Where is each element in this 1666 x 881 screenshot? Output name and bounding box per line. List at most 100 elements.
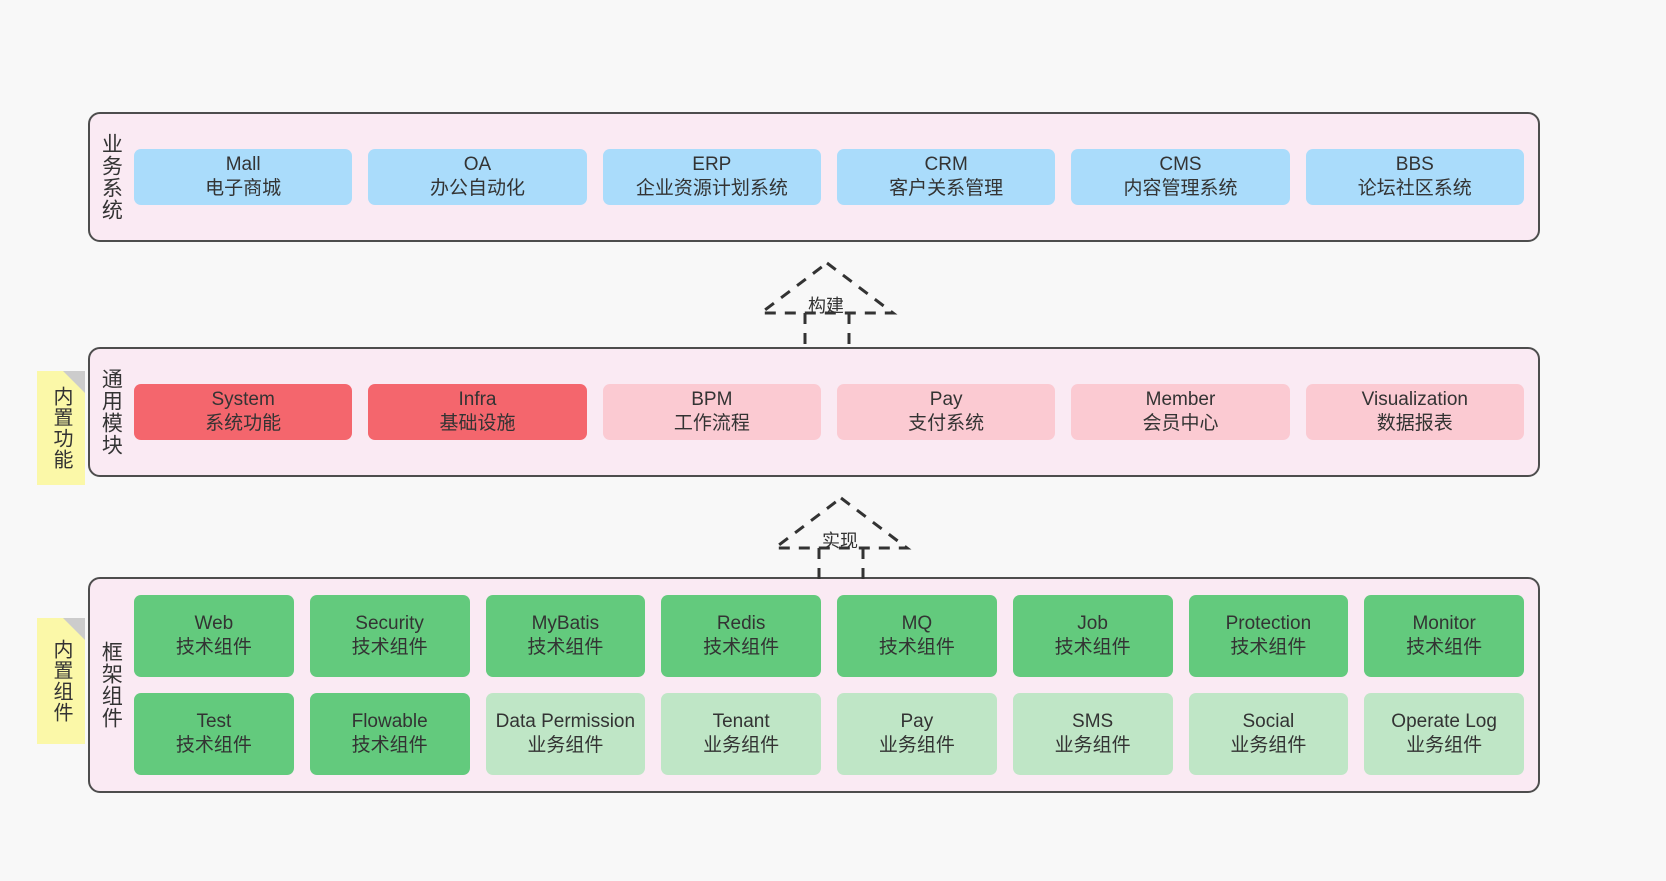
card-erp[interactable]: ERP 企业资源计划系统 xyxy=(602,148,821,206)
card-title: Pay xyxy=(900,710,934,732)
card-subtitle: 工作流程 xyxy=(673,413,750,434)
layer-business-systems: 业务系统 Mall 电子商城 OA 办公自动化 ERP 企业资源计划系统 CRM… xyxy=(88,112,1540,242)
layer-title-framework: 框架组件 xyxy=(99,641,123,729)
connector-build-label: 构建 xyxy=(808,296,844,316)
card-title: Protection xyxy=(1225,612,1312,634)
card-crm[interactable]: CRM 客户关系管理 xyxy=(836,148,1056,206)
layer-body-framework: Web 技术组件 Security 技术组件 MyBatis 技术组件 Redi… xyxy=(130,579,1538,791)
card-title: Redis xyxy=(716,612,766,634)
card-row: Test 技术组件 Flowable 技术组件 Data Permission … xyxy=(134,693,1524,775)
card-subtitle: 业务组件 xyxy=(527,735,604,756)
card-subtitle: 基础设施 xyxy=(439,413,516,434)
card-subtitle: 客户关系管理 xyxy=(889,178,1004,199)
card-subtitle: 会员中心 xyxy=(1142,413,1219,434)
connector-implement-label: 实现 xyxy=(822,531,858,551)
card-title: Member xyxy=(1145,388,1216,410)
card-social[interactable]: Social 业务组件 xyxy=(1188,693,1349,775)
card-visualization[interactable]: Visualization 数据报表 xyxy=(1305,383,1524,441)
card-monitor[interactable]: Monitor 技术组件 xyxy=(1364,595,1524,677)
card-title: Flowable xyxy=(351,710,428,732)
card-subtitle: 办公自动化 xyxy=(429,178,525,199)
card-subtitle: 技术组件 xyxy=(1406,637,1483,658)
card-title: Pay xyxy=(929,388,963,410)
card-subtitle: 支付系统 xyxy=(908,413,985,434)
card-row: Mall 电子商城 OA 办公自动化 ERP 企业资源计划系统 CRM 客户关系… xyxy=(134,148,1524,206)
card-web[interactable]: Web 技术组件 xyxy=(134,595,294,677)
card-subtitle: 技术组件 xyxy=(1054,637,1131,658)
card-title: Tenant xyxy=(712,710,770,732)
card-flowable[interactable]: Flowable 技术组件 xyxy=(309,693,470,775)
card-subtitle: 技术组件 xyxy=(1230,637,1307,658)
card-subtitle: 技术组件 xyxy=(703,637,780,658)
card-protection[interactable]: Protection 技术组件 xyxy=(1188,595,1349,677)
page-fold-corner-icon xyxy=(63,618,85,640)
card-subtitle: 业务组件 xyxy=(878,735,955,756)
card-test[interactable]: Test 技术组件 xyxy=(134,693,294,775)
connector-implement-arrow xyxy=(770,496,912,588)
card-subtitle: 内容管理系统 xyxy=(1123,178,1238,199)
card-title: Social xyxy=(1242,710,1295,732)
card-subtitle: 技术组件 xyxy=(351,735,428,756)
card-mq[interactable]: MQ 技术组件 xyxy=(837,595,997,677)
card-member[interactable]: Member 会员中心 xyxy=(1071,383,1290,441)
layer-title-business: 业务系统 xyxy=(99,133,123,221)
card-subtitle: 业务组件 xyxy=(1406,735,1483,756)
card-title: Mall xyxy=(225,153,261,175)
card-title: Data Permission xyxy=(495,710,636,732)
card-subtitle: 技术组件 xyxy=(351,637,428,658)
card-title: CMS xyxy=(1159,153,1202,175)
sticky-note-builtin-components: 内置组件 xyxy=(37,618,85,744)
card-subtitle: 数据报表 xyxy=(1376,413,1453,434)
card-title: System xyxy=(211,388,275,410)
card-cms[interactable]: CMS 内容管理系统 xyxy=(1071,148,1290,206)
card-title: BPM xyxy=(691,388,733,410)
sticky-note-label: 内置功能 xyxy=(50,386,72,470)
card-oa[interactable]: OA 办公自动化 xyxy=(368,148,587,206)
card-subtitle: 业务组件 xyxy=(1230,735,1307,756)
card-subtitle: 技术组件 xyxy=(175,735,252,756)
card-subtitle: 系统功能 xyxy=(205,413,282,434)
layer-common-modules: 通用模块 System 系统功能 Infra 基础设施 BPM 工作流程 Pay… xyxy=(88,347,1540,477)
card-subtitle: 企业资源计划系统 xyxy=(635,178,788,199)
layer-framework-components: 框架组件 Web 技术组件 Security 技术组件 MyBatis 技术组件… xyxy=(88,577,1540,793)
card-job[interactable]: Job 技术组件 xyxy=(1012,595,1173,677)
card-title: CRM xyxy=(924,153,968,175)
sticky-note-builtin-features: 内置功能 xyxy=(37,371,85,485)
card-subtitle: 业务组件 xyxy=(703,735,780,756)
card-redis[interactable]: Redis 技术组件 xyxy=(661,595,821,677)
card-tenant[interactable]: Tenant 业务组件 xyxy=(661,693,821,775)
card-subtitle: 技术组件 xyxy=(175,637,252,658)
card-mall[interactable]: Mall 电子商城 xyxy=(134,148,353,206)
card-sms[interactable]: SMS 业务组件 xyxy=(1012,693,1173,775)
card-subtitle: 电子商城 xyxy=(205,178,282,199)
card-infra[interactable]: Infra 基础设施 xyxy=(368,383,587,441)
card-operate-log[interactable]: Operate Log 业务组件 xyxy=(1364,693,1524,775)
card-row: System 系统功能 Infra 基础设施 BPM 工作流程 Pay 支付系统… xyxy=(134,383,1524,441)
card-system[interactable]: System 系统功能 xyxy=(134,383,353,441)
connector-build-arrow xyxy=(756,261,898,353)
card-title: ERP xyxy=(692,153,732,175)
card-title: SMS xyxy=(1072,710,1114,732)
page-fold-corner-icon xyxy=(63,371,85,393)
sticky-note-label: 内置组件 xyxy=(50,639,72,723)
layer-body-business: Mall 电子商城 OA 办公自动化 ERP 企业资源计划系统 CRM 客户关系… xyxy=(130,114,1538,240)
card-pay-business[interactable]: Pay 业务组件 xyxy=(837,693,997,775)
card-title: Infra xyxy=(458,388,497,410)
card-title: Visualization xyxy=(1361,388,1468,410)
card-subtitle: 论坛社区系统 xyxy=(1357,178,1472,199)
card-subtitle: 技术组件 xyxy=(527,637,604,658)
layer-body-common: System 系统功能 Infra 基础设施 BPM 工作流程 Pay 支付系统… xyxy=(130,349,1538,475)
layer-title-common: 通用模块 xyxy=(99,368,123,456)
card-title: BBS xyxy=(1395,153,1434,175)
card-subtitle: 技术组件 xyxy=(878,637,955,658)
card-bpm[interactable]: BPM 工作流程 xyxy=(602,383,821,441)
card-data-permission[interactable]: Data Permission 业务组件 xyxy=(485,693,646,775)
card-title: Job xyxy=(1077,612,1108,634)
card-title: OA xyxy=(463,153,492,175)
card-pay[interactable]: Pay 支付系统 xyxy=(836,383,1056,441)
card-security[interactable]: Security 技术组件 xyxy=(309,595,470,677)
card-title: MyBatis xyxy=(531,612,600,634)
card-mybatis[interactable]: MyBatis 技术组件 xyxy=(485,595,646,677)
card-bbs[interactable]: BBS 论坛社区系统 xyxy=(1305,148,1524,206)
